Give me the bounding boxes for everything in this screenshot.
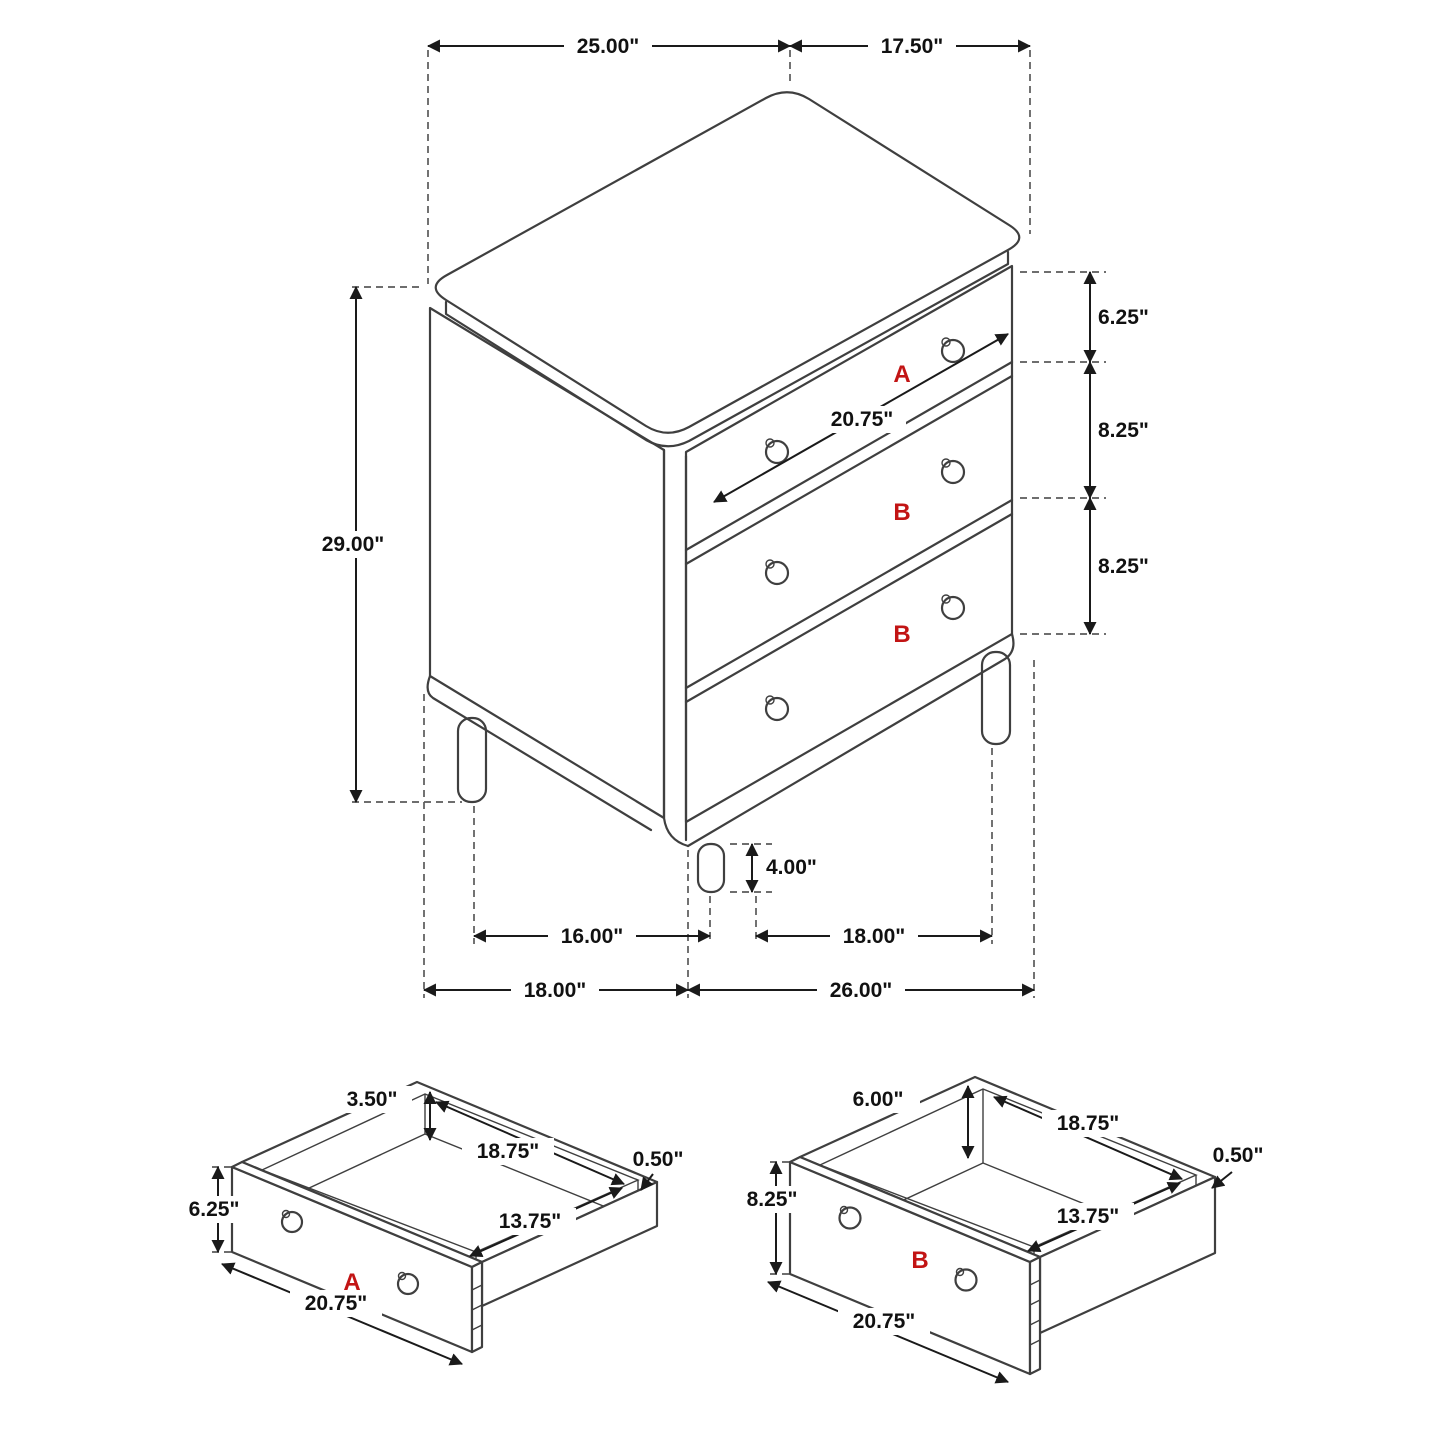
top-slab-edge — [444, 250, 1010, 448]
right-leg — [980, 650, 1012, 746]
knob-icon — [838, 1205, 862, 1230]
left-bottom-rail — [426, 674, 653, 832]
knob-icon — [764, 695, 790, 722]
dim-b-box-height: 6.00" — [853, 1088, 904, 1111]
nightstand-top — [434, 91, 1021, 434]
knob-icon — [940, 594, 966, 621]
drawer-b-detail: 6.00" 18.75" 0.50" 13.75" 8.25" 20.75" B — [734, 1075, 1264, 1384]
label-middle-drawer: B — [893, 499, 910, 526]
dim-leg-span-left: 16.00" — [561, 925, 624, 948]
nightstand-legs — [456, 650, 1012, 894]
label-top-drawer: A — [893, 361, 910, 388]
dim-a-interior-depth: 13.75" — [499, 1210, 562, 1233]
dim-middle-drawer-height: 8.25" — [1098, 419, 1149, 442]
dim-bottom-drawer-height: 8.25" — [1098, 555, 1149, 578]
dim-top-width: 25.00" — [577, 35, 640, 58]
dim-a-front-height: 6.25" — [189, 1198, 240, 1221]
left-leg — [456, 716, 488, 804]
dim-base-depth: 18.00" — [524, 979, 587, 1002]
drawer-a-detail: 3.50" 18.75" 0.50" 13.75" 6.25" 20.75" A — [176, 1080, 684, 1366]
dovetail-marks — [1029, 1279, 1041, 1346]
knob-icon — [954, 1267, 978, 1292]
dim-b-interior-depth: 13.75" — [1057, 1205, 1120, 1228]
label-drawer-a: A — [343, 1269, 360, 1296]
front-leg — [696, 842, 726, 894]
dim-a-interior-width: 18.75" — [477, 1140, 540, 1163]
drawer-b-front-panel-end — [1028, 1255, 1042, 1376]
dim-b-interior-width: 18.75" — [1057, 1112, 1120, 1135]
label-bottom-drawer: B — [893, 621, 910, 648]
dim-leg-height: 4.00" — [766, 856, 817, 879]
dim-a-front-width: 20.75" — [305, 1292, 368, 1315]
knob-icon — [280, 1209, 304, 1234]
dim-a-box-height: 3.50" — [347, 1088, 398, 1111]
knob-icon — [764, 559, 790, 586]
dimension-labels: 25.00" 17.50" 6.25" 8.25" 8.25" 29.00" 2… — [309, 33, 1149, 1004]
dovetail-marks — [471, 1284, 483, 1331]
dim-leg-span-right: 18.00" — [843, 925, 906, 948]
dim-drawer-front-width: 20.75" — [831, 408, 894, 431]
knob-icon — [396, 1271, 420, 1296]
dim-b-front-width: 20.75" — [853, 1310, 916, 1333]
dim-overall-height: 29.00" — [322, 533, 385, 556]
dim-a-side-thickness: 0.50" — [633, 1148, 684, 1171]
nightstand-isometric — [426, 91, 1021, 894]
front-bottom-rail — [686, 632, 1015, 848]
dim-b-side-thickness: 0.50" — [1213, 1144, 1264, 1167]
label-drawer-b: B — [911, 1247, 928, 1274]
dim-top-depth: 17.50" — [881, 35, 944, 58]
dim-b-front-height: 8.25" — [747, 1188, 798, 1211]
dim-base-width: 26.00" — [830, 979, 893, 1002]
dim-top-drawer-height: 6.25" — [1098, 306, 1149, 329]
front-corner-stile — [662, 448, 690, 848]
extension-lines — [352, 50, 1106, 998]
